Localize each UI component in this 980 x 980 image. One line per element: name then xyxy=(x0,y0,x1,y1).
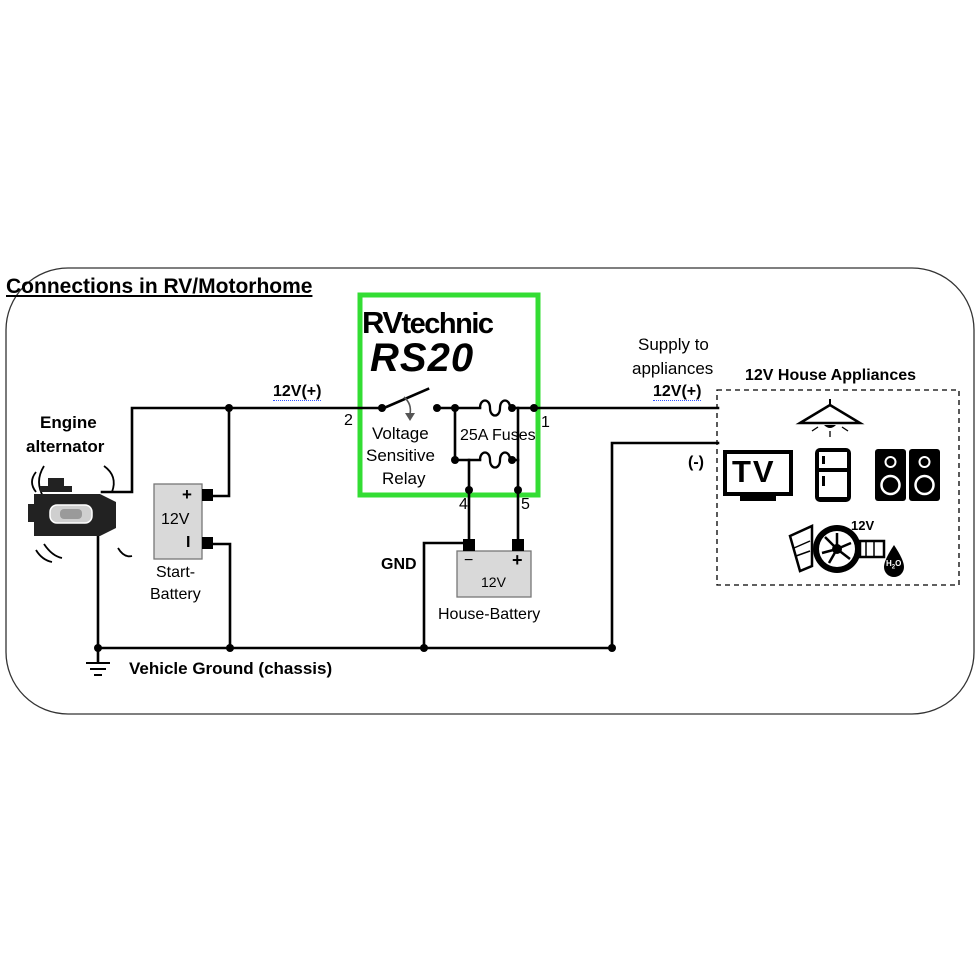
supply-voltage-label: 12V(+) xyxy=(653,383,702,401)
negative-label: (-) xyxy=(688,454,704,471)
house-battery-terminal-neg xyxy=(463,539,475,551)
house-battery-negative-wire xyxy=(422,541,471,650)
relay-label-1: Voltage xyxy=(372,424,429,443)
relay-label-3: Relay xyxy=(382,469,426,488)
junction-dot xyxy=(225,404,233,412)
terminal-1: 1 xyxy=(541,414,550,431)
engine-label-1: Engine xyxy=(40,413,97,432)
terminal-5: 5 xyxy=(521,496,530,513)
start-battery-terminal-pos xyxy=(202,489,213,501)
start-battery-body xyxy=(153,483,203,560)
start-battery-voltage: 12V xyxy=(161,511,190,528)
ground-icon xyxy=(86,662,110,676)
water-symbol-h: H xyxy=(886,559,892,568)
fuses-label: 25A Fuses xyxy=(460,427,536,444)
junction-dot xyxy=(465,486,473,494)
junction-dot xyxy=(530,404,538,412)
house-battery-minus: − xyxy=(464,552,474,569)
house-battery-terminal-pos xyxy=(512,539,524,551)
water-symbol: H2O xyxy=(886,560,901,571)
junction-dot xyxy=(514,486,522,494)
brand-name: RVtechnic xyxy=(362,305,495,340)
start-battery-plus: + xyxy=(182,485,192,504)
speakers-icon xyxy=(875,449,940,501)
house-battery-body xyxy=(456,550,532,598)
junction-dot xyxy=(451,456,459,464)
relay-label-2: Sensitive xyxy=(366,446,435,465)
lamp-icon xyxy=(795,399,865,437)
relay-box xyxy=(357,292,541,498)
junction-dot xyxy=(378,404,386,412)
relay-arrow-head xyxy=(405,413,415,421)
brand-prefix: RV xyxy=(362,305,403,340)
engine-icon xyxy=(28,465,133,563)
start-battery-positive-wire xyxy=(210,406,231,498)
diagram-frame xyxy=(5,267,975,715)
engine-label-2: alternator xyxy=(26,437,105,456)
diagram-title: Connections in RV/Motorhome xyxy=(6,275,313,298)
start-battery-negative-wire xyxy=(210,542,232,650)
brand-suffix: technic xyxy=(401,308,495,340)
start-battery-terminal-neg xyxy=(202,537,213,549)
appliance-negative-wire xyxy=(610,441,720,650)
tv-text: TV xyxy=(732,454,776,489)
appliances-box xyxy=(716,389,960,586)
house-battery-plus: + xyxy=(512,550,523,570)
fuse-top xyxy=(478,399,512,417)
start-battery-minus: I xyxy=(186,534,191,551)
supply-label-2: appliances xyxy=(632,359,714,378)
fuse-bottom xyxy=(478,451,512,469)
junction-dot xyxy=(420,644,428,652)
junction-dot xyxy=(433,404,441,412)
supply-label-1: Supply to xyxy=(638,335,709,354)
model-name: RS20 xyxy=(370,336,475,380)
junction-dot xyxy=(508,456,516,464)
house-battery-voltage: 12V xyxy=(481,574,506,590)
start-battery-label-2: Battery xyxy=(150,586,201,603)
junction-dot xyxy=(226,644,234,652)
junction-dot xyxy=(508,404,516,412)
terminal-2: 2 xyxy=(344,412,353,429)
gnd-label: GND xyxy=(381,556,417,573)
junction-dot xyxy=(608,644,616,652)
fridge-icon xyxy=(815,448,851,502)
appliances-title: 12V House Appliances xyxy=(745,367,917,384)
terminal-4: 4 xyxy=(459,496,468,513)
junction-dot xyxy=(94,644,102,652)
relay-arrow xyxy=(403,396,412,415)
fuse-network-left xyxy=(453,406,471,547)
vehicle-ground-label: Vehicle Ground (chassis) xyxy=(129,659,333,678)
junction-dot xyxy=(451,404,459,412)
positive-wire xyxy=(100,406,384,494)
water-pump-icon xyxy=(788,524,904,577)
tv-icon xyxy=(723,450,793,501)
water-symbol-sub: 2 xyxy=(891,564,896,571)
water-symbol-o: O xyxy=(895,559,902,568)
start-battery-label-1: Start- xyxy=(156,564,196,581)
pump-voltage-label: 12V xyxy=(851,518,875,533)
wire-12v-label: 12V(+) xyxy=(273,383,322,401)
house-battery-label: House-Battery xyxy=(438,606,541,623)
